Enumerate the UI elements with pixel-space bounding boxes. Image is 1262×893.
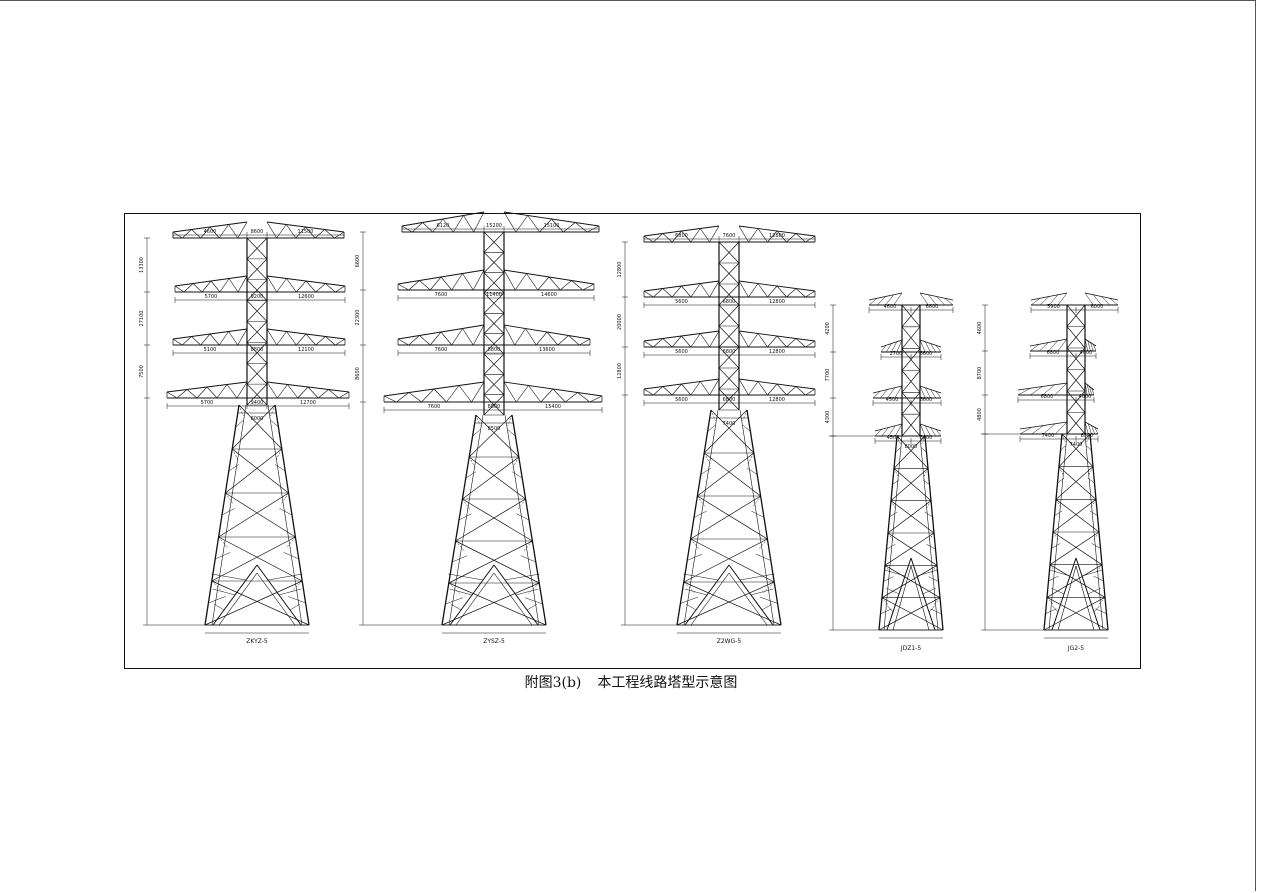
arm-dim: 2700 — [890, 351, 903, 357]
arm-dim: 6600 — [920, 435, 933, 441]
arm-dim: 12800 — [769, 233, 785, 239]
height-dim: 4600 — [977, 322, 983, 335]
arm-dim: 6800 — [1041, 394, 1054, 400]
arm-dim: 9400 — [251, 400, 264, 406]
waist-dim: 7400 — [723, 421, 736, 427]
arm-dim: 5100 — [204, 347, 217, 353]
waist-dim: 8500 — [488, 426, 501, 432]
figure-caption: 附图3(b) 本工程线路塔型示意图 — [0, 672, 1262, 692]
waist-dim: 7400 — [1070, 442, 1083, 448]
height-dim: 4800 — [977, 408, 983, 421]
height-dim: 7700 — [825, 369, 831, 382]
arm-dim: 6800 — [1047, 350, 1060, 356]
height-dim: 22300 — [355, 310, 361, 326]
arm-dim: 12800 — [769, 299, 785, 305]
height-dim: 4200 — [825, 322, 831, 335]
arm-dim: 12600 — [298, 294, 314, 300]
tower-t5: 5900 6000 6800 4000 6800 4000 7400 6500 7400JG2-… — [977, 292, 1119, 652]
arm-dim: 6120 — [437, 223, 450, 229]
arm-dim: 12100 — [298, 347, 314, 353]
height-dim: 12800 — [617, 262, 623, 278]
height-dim: 13300 — [139, 257, 145, 273]
arm-dim: 11500 — [298, 229, 314, 235]
arm-dim: 12800 — [769, 349, 785, 355]
figure-number: 附图3(b) — [524, 675, 582, 691]
waist-dim: 8000 — [905, 444, 918, 450]
arm-dim: 4500 — [886, 397, 899, 403]
arm-dim: 5700 — [205, 294, 218, 300]
height-dim: 8600 — [355, 367, 361, 380]
arm-dim: 5600 — [675, 349, 688, 355]
tower-t2: 6120 15200 15100 7600 11400 14600 7600 8800 1360… — [355, 211, 603, 645]
height-dim: 20000 — [617, 314, 623, 330]
arm-dim: 8600 — [251, 229, 264, 235]
arm-dim: 7600 — [435, 292, 448, 298]
tower-model-label: ZYSZ-5 — [483, 638, 505, 645]
arm-dim: 8800 — [488, 347, 501, 353]
arm-dim: 6800 — [723, 349, 736, 355]
arm-dim: 5900 — [1047, 304, 1060, 310]
arm-dim: 4000 — [1080, 350, 1093, 356]
arm-dim: 5600 — [675, 299, 688, 305]
arm-dim: 4600 — [884, 304, 897, 310]
figure-title: 本工程线路塔型示意图 — [597, 675, 738, 691]
height-dim: 7500 — [139, 365, 145, 378]
arm-dim: 6600 — [920, 397, 933, 403]
arm-dim: 7400 — [1042, 433, 1055, 439]
arm-dim: 6600 — [920, 351, 933, 357]
arm-dim: 7600 — [435, 347, 448, 353]
height-dim: 6600 — [355, 255, 361, 268]
arm-dim: 12700 — [300, 400, 316, 406]
arm-dim: 6800 — [723, 299, 736, 305]
tower-model-label: ZKYZ-5 — [246, 638, 268, 645]
arm-dim: 4600 — [204, 229, 217, 235]
arm-dim: 12800 — [769, 397, 785, 403]
arm-dim: 15400 — [545, 404, 561, 410]
height-dim: 4300 — [825, 411, 831, 424]
arm-dim: 6800 — [723, 397, 736, 403]
arm-dim: 8800 — [251, 347, 264, 353]
drawing-frame — [124, 213, 1141, 669]
arm-dim: 13600 — [539, 347, 555, 353]
tower-model-label: JG2-5 — [1067, 645, 1084, 652]
arm-dim: 15100 — [544, 223, 560, 229]
arm-dim: 7600 — [723, 233, 736, 239]
arm-dim: 6800 — [675, 233, 688, 239]
arm-dim: 5600 — [675, 397, 688, 403]
arm-dim: 7600 — [428, 404, 441, 410]
height-dim: 27100 — [139, 311, 145, 327]
height-dim: 12800 — [617, 363, 623, 379]
arm-dim: 8800 — [488, 404, 501, 410]
arm-dim: 5700 — [201, 400, 214, 406]
arm-dim: 4500 — [887, 435, 900, 441]
arm-dim: 9200 — [251, 294, 264, 300]
arm-dim: 11400 — [486, 292, 502, 298]
tower-model-label: Z2WG-5 — [717, 638, 742, 645]
height-dim: 8700 — [977, 367, 983, 380]
tower-t1: 4600 8600 11500 5700 9200 12600 5100 8800 12100 5… — [139, 221, 350, 645]
waist-dim: 6000 — [251, 416, 264, 422]
tower-model-label: JDZ1-5 — [900, 645, 921, 652]
arm-dim: 15200 — [486, 223, 502, 229]
arm-dim: 6500 — [1081, 433, 1094, 439]
arm-dim: 6000 — [1091, 304, 1104, 310]
arm-dim: 4000 — [1079, 394, 1092, 400]
tower-t3: 6800 7600 12800 5600 6800 12800 5600 6800 12800 5… — [617, 225, 816, 645]
arm-dim: 14600 — [541, 292, 557, 298]
arm-dim: 6600 — [926, 304, 939, 310]
